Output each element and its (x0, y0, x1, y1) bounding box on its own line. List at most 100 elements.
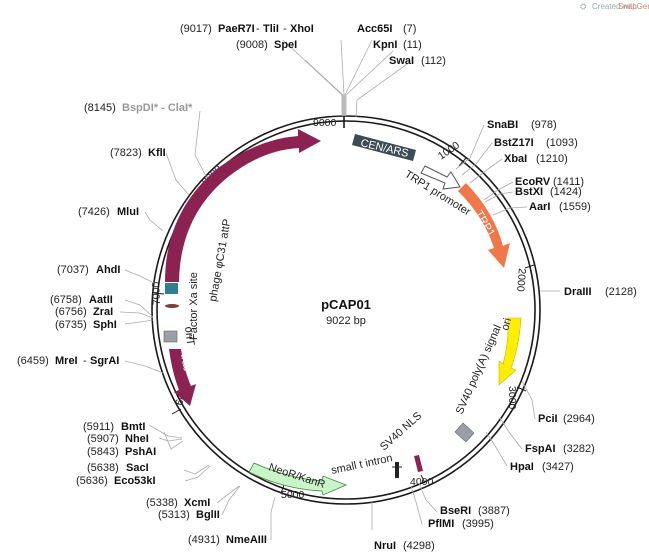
site-eco53ki-pos: (5636) (76, 475, 108, 487)
tick-5000: 5000 (281, 489, 305, 501)
site-xhoi-name: XhoI (290, 23, 314, 35)
site-paer7i-name: PaeR7I (218, 23, 255, 35)
tick-2000: 2000 (514, 268, 528, 292)
tick-3000: 3000 (506, 386, 518, 410)
site-xbai-pos: (1210) (536, 153, 568, 165)
feature-sv40-polya-label: SV40 poly(A) signal (454, 323, 504, 416)
site-bmti-name: BmtI (121, 421, 145, 433)
site-xbai-name: XbaI (504, 153, 527, 165)
plasmid-name: pCAP01 (321, 297, 371, 312)
site-sphi-name: SphI (93, 319, 117, 331)
tick-7000: 7000 (150, 281, 163, 305)
site-bseri-pos: (3887) (478, 505, 510, 517)
site-hpai-pos: (3427) (542, 461, 574, 473)
credit-brand: SnapGene® (618, 2, 649, 11)
tick-1000: 1000 (436, 139, 462, 162)
site-bspdi-pos: (8145) (84, 102, 116, 114)
site-sep-2: - (283, 23, 287, 35)
site-spei-pos: (9008) (236, 39, 268, 51)
site-sphi-pos: (6735) (55, 319, 87, 331)
site-snabi-name: SnaBI (487, 119, 518, 131)
feature-cen-ars-label: CEN/ARS (359, 137, 409, 160)
site-kpni-pos: (11) (403, 39, 422, 51)
site-ahdi-pos: (7037) (57, 264, 89, 276)
site-bstxi-pos: (1424) (550, 186, 582, 198)
site-nmeaiii-name: NmeAIII (226, 534, 267, 546)
site-acc65i-pos: (7) (403, 23, 416, 35)
site-fspai-name: FspAI (525, 443, 556, 455)
site-swai-pos: (112) (421, 55, 446, 67)
site-fspai-pos: (3282) (563, 443, 595, 455)
site-bstz17i-name: BstZ17I (494, 137, 534, 149)
tick-9000: 9000 (313, 117, 337, 129)
site-label-lines (119, 39, 560, 540)
backbone-inner (156, 120, 536, 500)
site-pflmi-pos: (3995) (462, 518, 494, 530)
feature-orit[interactable]: oriT (163, 326, 196, 347)
site-ecorv-name: EcoRV (515, 176, 551, 188)
site-snabi-pos: (978) (531, 119, 557, 131)
site-draiii-name: DraIII (564, 286, 592, 298)
site-mrei-pos: (6459) (17, 355, 49, 367)
feature-traj[interactable]: traJ (169, 349, 196, 406)
site-kfli-name: KflI (148, 147, 166, 159)
site-bglii-name: BglII (196, 509, 220, 521)
site-bmti-pos: (5911) (83, 421, 114, 433)
feature-orit-label: oriT (182, 326, 196, 347)
site-pshai-pos: (5843) (87, 446, 119, 458)
site-zrai-name: ZraI (93, 306, 113, 318)
site-sgrai-name: SgrAI (90, 355, 119, 367)
site-draiii-pos: (2128) (605, 286, 637, 298)
site-saci-name: SacI (126, 462, 149, 474)
snapgene-credit: ⛭ Created with SnapGene® (580, 2, 649, 11)
site-aari-pos: (1559) (559, 201, 591, 213)
site-tlii-name: TliI (263, 23, 279, 35)
feature-ori[interactable]: ori (498, 317, 522, 386)
site-aatii-name: AatII (89, 294, 113, 306)
site-paer7i-pos: (9017) (180, 23, 212, 35)
site-nrui-pos: (4298) (403, 540, 435, 552)
tick-4000: 4000 (410, 476, 434, 488)
feature-factor-xa[interactable]: Factor Xa site (165, 272, 200, 340)
site-labels: (9017) PaeR7I - TliI - XhoI (9008) SpeI … (17, 23, 637, 552)
feature-small-t-intron[interactable]: small t intron (330, 452, 402, 478)
site-sep-3: - (83, 355, 87, 367)
site-bspdi-name: BspDI* - ClaI* (122, 102, 193, 114)
feature-cen-ars[interactable]: CEN/ARS (352, 134, 416, 161)
site-ahdi-name: AhdI (96, 264, 120, 276)
feature-small-t-intron-label: small t intron (330, 452, 393, 477)
site-nrui-name: NruI (374, 540, 396, 552)
site-hpai-name: HpaI (510, 461, 534, 473)
site-xcmi-pos: (5338) (146, 497, 178, 509)
site-aari-name: AarI (529, 201, 550, 213)
site-swai-name: SwaI (389, 55, 414, 67)
feature-factor-xa-label: Factor Xa site (188, 272, 200, 340)
site-kfli-pos: (7823) (110, 147, 142, 159)
site-mrei-name: MreI (55, 355, 78, 367)
site-eco53ki-name: Eco53kI (114, 475, 156, 487)
site-zrai-pos: (6756) (55, 306, 87, 318)
site-nhei-name: NheI (125, 433, 149, 445)
credit-logo-icon: ⛭ (580, 2, 587, 11)
feature-ori-label: ori (499, 317, 514, 332)
site-pflmi-name: PflMI (428, 518, 454, 530)
site-bseri-name: BseRI (440, 505, 471, 517)
site-xcmi-name: XcmI (184, 497, 210, 509)
credit-prefix: Created with (592, 2, 637, 11)
site-bstxi-name: BstXI (515, 186, 543, 198)
site-mlui-pos: (7426) (78, 206, 110, 218)
feature-traj-label: traJ (178, 352, 193, 372)
site-sep-1: - (256, 23, 260, 35)
site-acc65i-name: Acc65I (357, 23, 392, 35)
site-ecorv-pos: (1411) (553, 176, 584, 188)
site-pcii-pos: (2964) (563, 413, 595, 425)
site-pshai-name: PshAI (125, 446, 156, 458)
site-kpni-name: KpnI (373, 39, 397, 51)
feature-sv40-nls-label: SV40 NLS (378, 410, 424, 453)
site-aatii-pos: (6758) (50, 294, 82, 306)
site-bglii-pos: (5313) (158, 509, 190, 521)
site-nmeaiii-pos: (4931) (188, 534, 220, 546)
site-bstz17i-pos: (1093) (546, 137, 578, 149)
site-pcii-name: PciI (538, 413, 558, 425)
